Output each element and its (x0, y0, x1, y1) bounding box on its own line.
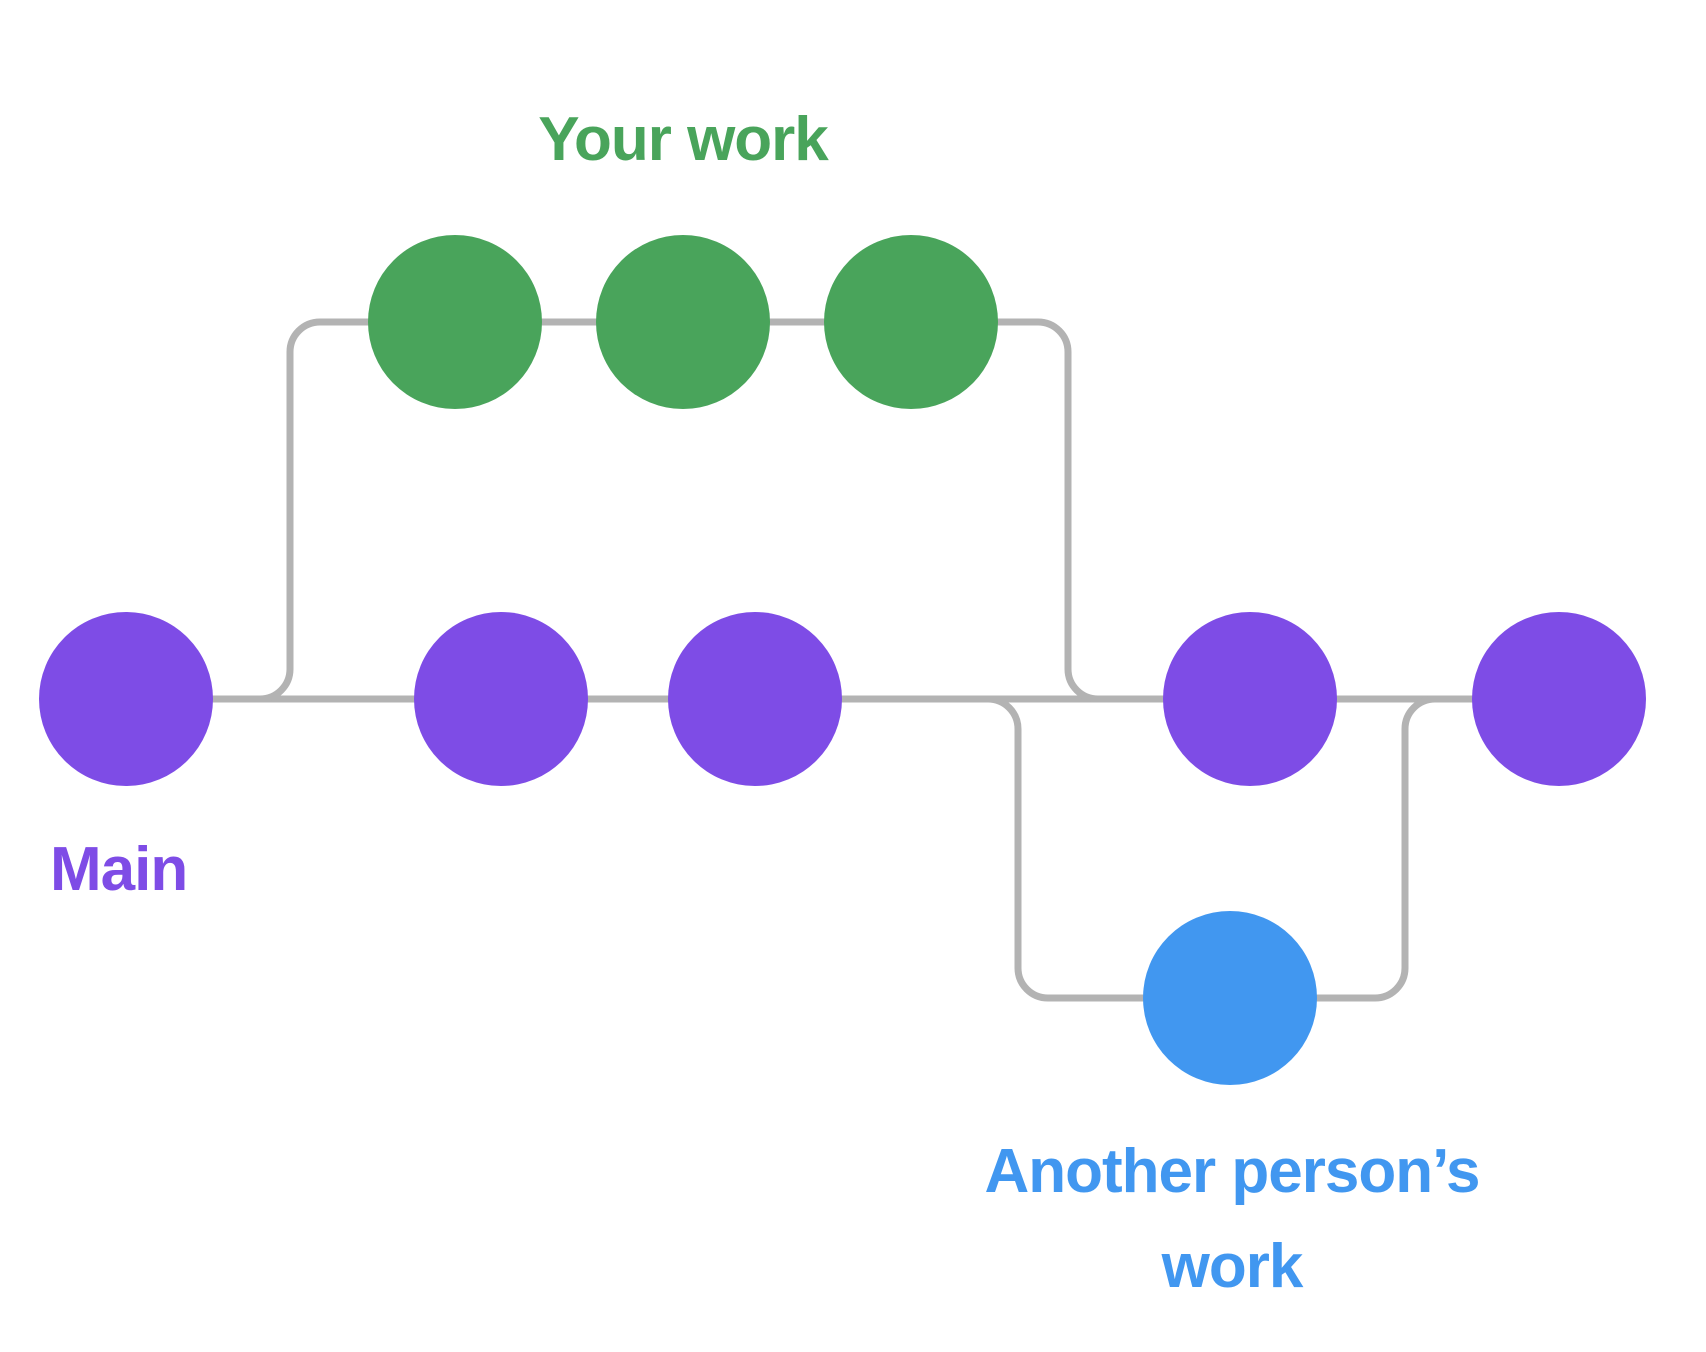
commit-your-work-2 (596, 235, 770, 409)
commit-main-5 (1472, 612, 1646, 786)
commit-another-person-1 (1143, 911, 1317, 1085)
labels-layer: Your work Main Another person’s work (50, 105, 1481, 1301)
label-another-person-line2: work (1161, 1232, 1304, 1301)
label-your-work: Your work (538, 105, 829, 174)
commit-main-1 (39, 612, 213, 786)
commit-your-work-1 (368, 235, 542, 409)
commit-your-work-3 (824, 235, 998, 409)
edges-layer (122, 318, 1563, 1002)
label-main: Main (50, 835, 187, 904)
commit-main-3 (668, 612, 842, 786)
nodes-layer (39, 235, 1646, 1085)
commit-main-2 (414, 612, 588, 786)
label-another-person-line1: Another person’s (985, 1137, 1480, 1206)
commit-main-4 (1163, 612, 1337, 786)
